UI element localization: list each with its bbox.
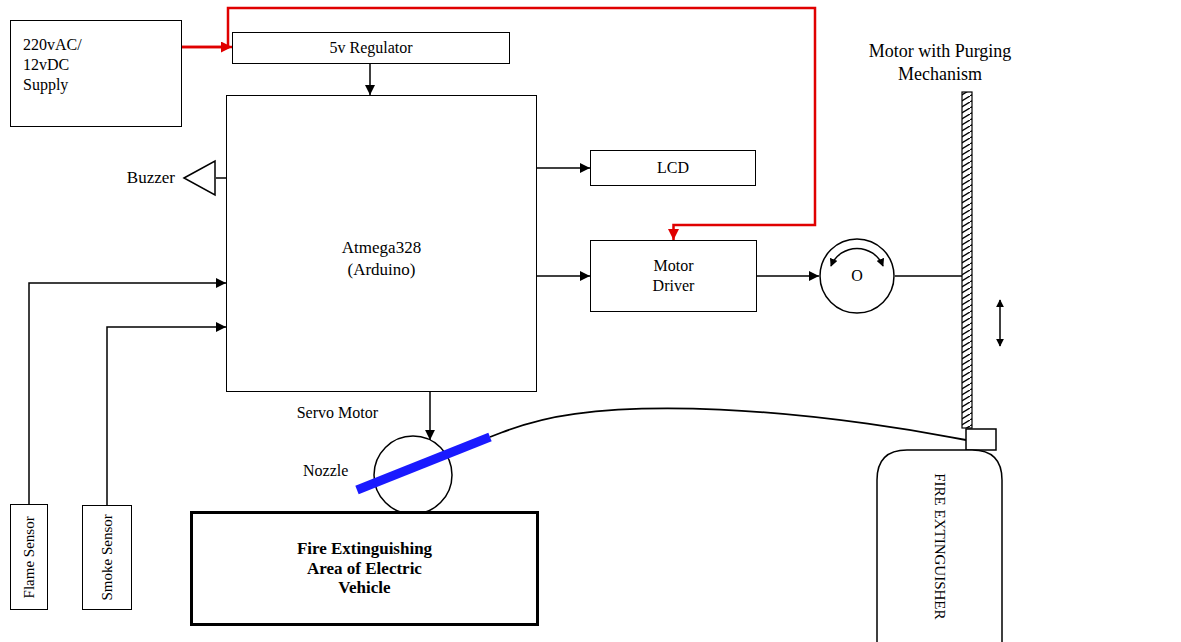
power-supply-box: 220vAC/ 12vDC Supply xyxy=(10,20,182,127)
flame-sensor-box: Flame Sensor xyxy=(10,504,48,610)
purging-rack xyxy=(962,92,972,428)
smoke-sensor-box: Smoke Sensor xyxy=(82,505,132,610)
rack-link xyxy=(895,275,962,277)
servo-motor-outline xyxy=(373,435,453,515)
buzzer-symbol-outline xyxy=(183,160,216,196)
node-text: FIRE EXTINGUISHER xyxy=(930,473,949,619)
node-text: Flame Sensor xyxy=(20,516,39,598)
signal-arrow xyxy=(429,392,431,440)
signal-arrow xyxy=(537,275,590,277)
signal-arrow xyxy=(107,327,226,505)
node-text: Motor Driver xyxy=(639,256,709,296)
nozzle xyxy=(357,437,490,490)
signal-arrow xyxy=(757,275,819,277)
connector-line xyxy=(490,409,966,440)
extinguishing-area-box: Fire Extinguishing Area of Electric Vehi… xyxy=(190,511,539,626)
lcd-box: LCD xyxy=(590,150,756,186)
node-text: O xyxy=(851,266,863,286)
node-text: LCD xyxy=(657,158,689,178)
node-text: Fire Extinguishing Area of Electric Vehi… xyxy=(295,539,435,598)
signal-arrow xyxy=(29,283,226,504)
node-text: Atmega328 (Arduino) xyxy=(327,237,437,280)
node-text: 220vAC/ 12vDC Supply xyxy=(23,35,103,95)
regulator-box: 5v Regulator xyxy=(232,32,510,64)
motor-driver-box: Motor Driver xyxy=(590,240,757,312)
node-heading: Motor with Purging Mechanism xyxy=(860,40,1020,85)
buzzer-symbol: Buzzer xyxy=(183,160,216,196)
node-text: 5v Regulator xyxy=(329,38,412,58)
motion-arrow xyxy=(999,300,1001,346)
signal-arrow xyxy=(369,64,371,95)
microcontroller-box: Atmega328 (Arduino) xyxy=(226,95,537,392)
nozzle-label: Nozzle xyxy=(303,462,348,480)
node-heading: Buzzer xyxy=(127,167,175,188)
node-heading: Servo Motor xyxy=(297,403,378,423)
node-text: Smoke Sensor xyxy=(98,514,117,600)
signal-arrow xyxy=(537,167,590,169)
motor-symbol: Motor with Purging MechanismO xyxy=(819,238,895,314)
servo-motor: Servo Motor xyxy=(373,435,453,515)
connector-line xyxy=(216,177,226,179)
fire-extinguisher: FIRE EXTINGUISHER xyxy=(876,428,1003,642)
